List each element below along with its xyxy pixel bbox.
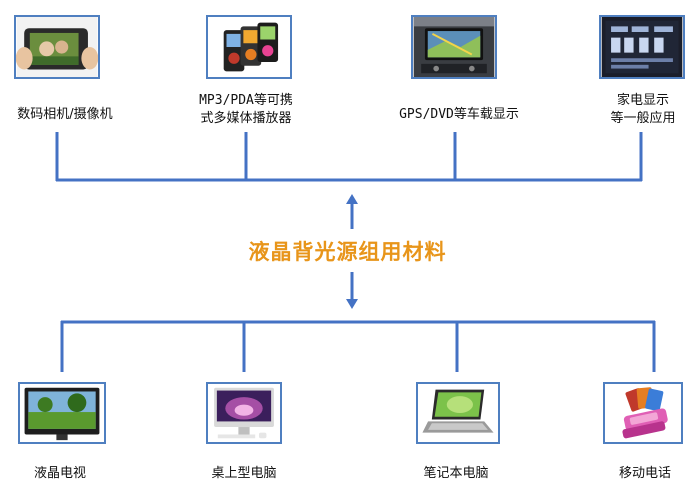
top-item-label-3-line1: GPS/DVD等车载显示 xyxy=(399,107,519,122)
bottom-item-label-3: 笔记本电脑 xyxy=(396,465,516,483)
top-bus xyxy=(55,132,643,182)
bottom-item-label-2: 桌上型电脑 xyxy=(184,465,304,483)
laptop-thumbnail xyxy=(416,382,500,444)
top-item-label-1: 数码相机/摄像机 xyxy=(0,106,130,124)
up-arrow xyxy=(346,194,358,229)
appliance-display-thumbnail xyxy=(599,15,685,79)
bottom-item-label-4-text: 移动电话 xyxy=(618,466,671,481)
bottom-item-label-4: 移动电话 xyxy=(595,465,695,483)
top-item-label-2: MP3/PDA等可携 式多媒体播放器 xyxy=(176,92,316,128)
bottom-item-label-1: 液晶电视 xyxy=(10,465,110,483)
lcd-tv-photo-icon xyxy=(20,384,104,442)
center-title: 液晶背光源组用材料 xyxy=(248,240,447,264)
top-item-label-3: GPS/DVD等车载显示 xyxy=(378,106,540,124)
bottom-item-label-2-text: 桌上型电脑 xyxy=(211,466,277,481)
top-item-label-1-line1: 数码相机/摄像机 xyxy=(17,107,113,122)
mp3-players-thumbnail xyxy=(206,15,292,79)
desktop-monitor-thumbnail xyxy=(206,382,282,444)
desktop-monitor-photo-icon xyxy=(208,384,280,442)
appliance-lcd-panel-photo-icon xyxy=(601,17,683,77)
top-item-label-2-line1: MP3/PDA等可携 xyxy=(199,93,293,108)
down-arrow xyxy=(346,272,358,309)
bottom-bus xyxy=(60,320,656,372)
mp3-players-photo-icon xyxy=(208,17,290,77)
digital-camera-thumbnail xyxy=(14,15,100,79)
digital-camera-photo-icon xyxy=(16,17,98,77)
lcd-tv-thumbnail xyxy=(18,382,106,444)
top-item-label-4-line1: 家电显示 xyxy=(616,93,669,108)
mobile-phone-photo-icon xyxy=(605,384,681,442)
laptop-photo-icon xyxy=(418,384,498,442)
mobile-phone-thumbnail xyxy=(603,382,683,444)
bottom-item-label-1-text: 液晶电视 xyxy=(33,466,86,481)
car-gps-dashboard-photo-icon xyxy=(413,17,495,77)
top-item-label-4: 家电显示 等一般应用 xyxy=(595,92,691,128)
top-item-label-4-line2: 等一般应用 xyxy=(610,111,676,126)
top-item-label-2-line2: 式多媒体播放器 xyxy=(200,111,292,126)
car-gps-thumbnail xyxy=(411,15,497,79)
bottom-item-label-3-text: 笔记本电脑 xyxy=(423,466,489,481)
